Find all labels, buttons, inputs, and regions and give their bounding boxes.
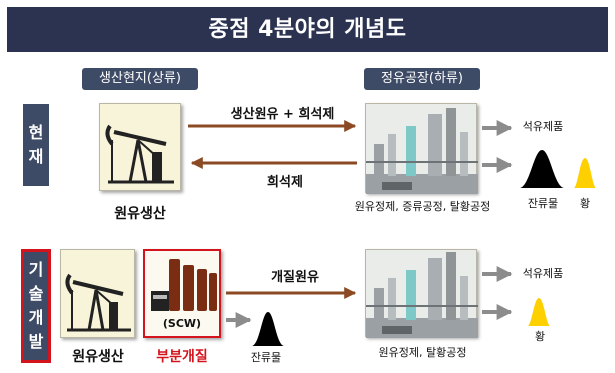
row-label-current-char: 현 <box>28 123 44 142</box>
upgrading-unit-label: (SCW) <box>162 317 202 330</box>
tech-residue-label: 잔류물 <box>250 351 282 364</box>
sulfur-peak-icon <box>574 158 596 188</box>
current-forward-flow-label: 생산원유 + 희석제 <box>230 107 335 122</box>
refinery-icon <box>366 252 478 338</box>
tech-refinery-caption: 원유정제, 탈황공정 <box>378 346 467 359</box>
tech-upgrade-caption: 부분개질 <box>156 349 208 365</box>
current-residue-label: 잔류물 <box>527 197 559 210</box>
row-label-current-char: 재 <box>28 147 44 166</box>
row-label-tech-char: 기 <box>28 260 44 279</box>
refinery-box-current <box>365 103 478 194</box>
residue-peak-icon <box>520 150 564 188</box>
current-sulfur-label: 황 <box>579 197 591 210</box>
row-label-current: 현 재 <box>23 104 49 186</box>
oil-production-box <box>99 103 181 191</box>
row-label-tech-char: 개 <box>28 308 44 327</box>
refinery-icon <box>366 108 478 194</box>
pumpjack-icon <box>65 273 131 332</box>
oil-production-box-tech <box>60 249 135 338</box>
row-label-tech-char: 술 <box>28 284 44 303</box>
current-product-label: 석유제품 <box>522 120 564 133</box>
page-title: 중점 4분야의 개념도 <box>208 17 407 42</box>
tech-residue-peak-icon <box>252 312 284 346</box>
tech-flow-label: 개질원유 <box>271 270 319 285</box>
current-return-flow-label: 희석제 <box>267 175 303 190</box>
tech-product-label: 석유제품 <box>522 267 564 280</box>
refinery-box-tech <box>365 249 478 338</box>
pumpjack-icon <box>105 124 174 184</box>
tech-sulfur-peak-icon <box>528 298 550 326</box>
upgrading-reactor-icon <box>151 259 217 311</box>
partial-upgrading-box: (SCW) <box>143 249 221 338</box>
downstream-header: 정유공장(하류) <box>364 68 480 90</box>
row-label-tech: 기 술 개 발 <box>21 249 51 363</box>
tech-sulfur-label: 황 <box>534 330 546 343</box>
current-refinery-caption: 원유정제, 증류공정, 탈황공정 <box>354 200 491 213</box>
tech-source-caption: 원유생산 <box>72 349 124 365</box>
title-bar: 중점 4분야의 개념도 <box>7 7 608 52</box>
row-label-tech-char: 발 <box>28 332 44 351</box>
upstream-header: 생산현지(상류) <box>82 68 198 90</box>
current-source-caption: 원유생산 <box>114 206 166 222</box>
